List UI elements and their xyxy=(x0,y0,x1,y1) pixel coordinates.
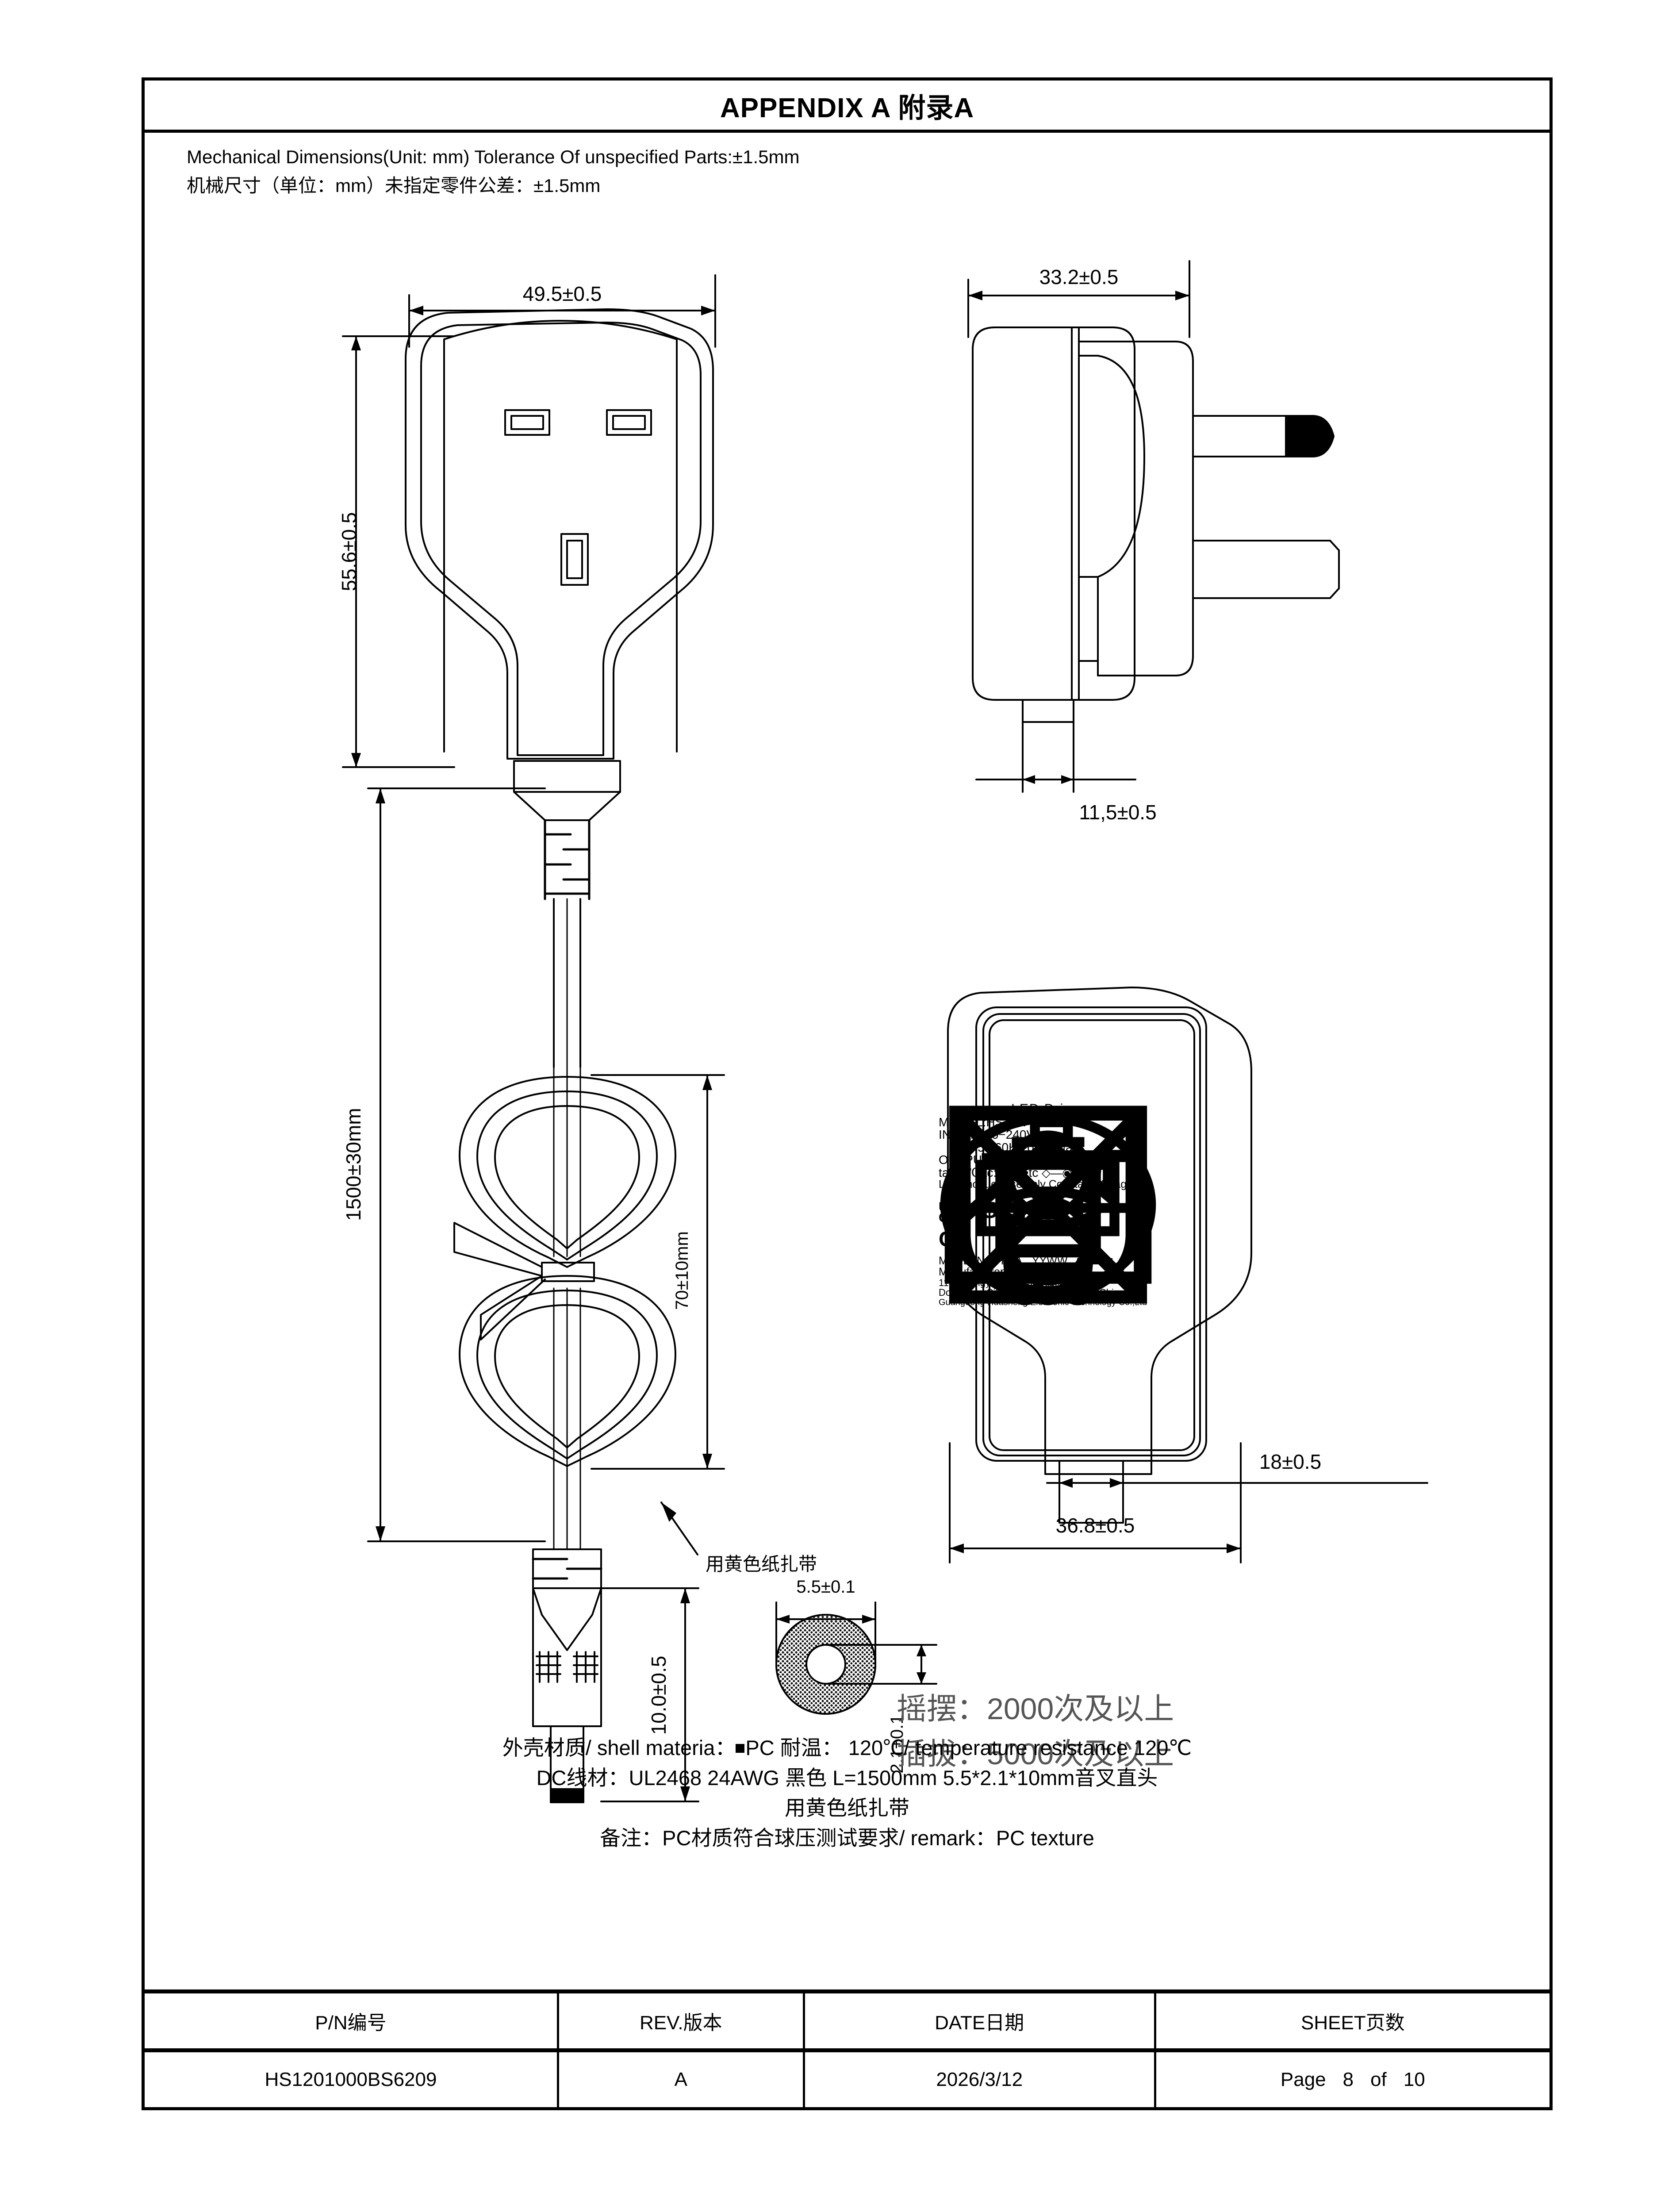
title-block-header-row: P/N编号 REV.版本 DATE日期 SHEET页数 xyxy=(145,1993,1549,2052)
value-pn: HS1201000BS6209 xyxy=(145,2052,559,2107)
header-pn: P/N编号 xyxy=(145,1993,559,2048)
product-label: LED Driver MODEL:HS12A-120100-AB INPUT:2… xyxy=(939,1102,1158,1307)
cycle-spec-block: 摇摆：2000次及以上 插拔：5000次及以上 xyxy=(897,1686,1174,1777)
drawing-canvas: 49.5±0.5 55.6±0.5 33.2±0.5 11,5±0.5 1500… xyxy=(145,209,1549,1846)
dim-cable-length: 1500±30mm xyxy=(342,1108,365,1221)
material-note-line3: 用黄色纸扎带 xyxy=(785,1796,909,1820)
technical-drawing-svg: 49.5±0.5 55.6±0.5 33.2±0.5 11,5±0.5 1500… xyxy=(338,260,1428,1803)
value-date: 2026/3/12 xyxy=(805,2052,1156,2107)
plug-cycles: 插拔：5000次及以上 xyxy=(897,1737,1174,1771)
page-number: 8 xyxy=(1342,2069,1354,2090)
material-note-line2: DC线材：UL2468 24AWG 黑色 L=1500mm 5.5*2.1*10… xyxy=(536,1766,1158,1790)
title-block-table: P/N编号 REV.版本 DATE日期 SHEET页数 HS1201000BS6… xyxy=(145,1989,1549,2107)
label-symbol-row-2: CE xyxy=(939,1106,1158,1306)
value-rev: A xyxy=(559,2052,805,2107)
shell-material-label: 外壳材质/ shell materia： xyxy=(502,1736,736,1759)
note-english: Mechanical Dimensions(Unit: mm) Toleranc… xyxy=(187,146,800,167)
dim-side-width: 33.2±0.5 xyxy=(1039,265,1119,288)
of-label: of xyxy=(1370,2069,1387,2090)
header-rev: REV.版本 xyxy=(559,1993,805,2048)
dim-label-pin: 18±0.5 xyxy=(1259,1450,1321,1473)
dim-label-width: 36.8±0.5 xyxy=(1056,1514,1135,1537)
page-label: Page xyxy=(1280,2069,1326,2090)
total-pages: 10 xyxy=(1403,2069,1425,2090)
title-band: APPENDIX A 附录A xyxy=(145,81,1549,133)
title-block-value-row: HS1201000BS6209 A 2026/3/12 Page 8 of 10 xyxy=(145,2052,1549,2107)
page-title: APPENDIX A 附录A xyxy=(720,92,974,123)
drawing-sheet: APPENDIX A 附录A Mechanical Dimensions(Uni… xyxy=(142,77,1553,2110)
dim-plug-length: 10.0±0.5 xyxy=(647,1656,670,1735)
dim-front-height: 55.6±0.5 xyxy=(338,512,361,591)
material-note-line1: 外壳材质/ shell materia： PC 耐温： 120℃/ tempera… xyxy=(145,1733,1549,1763)
bullet-square-icon xyxy=(736,1743,745,1753)
tolerance-notes: Mechanical Dimensions(Unit: mm) Toleranc… xyxy=(187,142,1469,200)
value-sheet: Page 8 of 10 xyxy=(1156,2052,1549,2107)
dim-coil-height: 70±10mm xyxy=(672,1231,692,1310)
dim-front-width: 49.5±0.5 xyxy=(523,282,602,305)
header-date: DATE日期 xyxy=(805,1993,1156,2048)
material-note-line4: 备注：PC材质符合球压测试要求/ remark：PC texture xyxy=(600,1826,1094,1850)
dim-side-depth: 11,5±0.5 xyxy=(1079,801,1156,824)
note-chinese: 机械尺寸（单位：mm）未指定零件公差：±1.5mm xyxy=(187,175,601,196)
shell-material-value: PC 耐温： 120℃/ temperature resistance 120℃ xyxy=(745,1736,1192,1759)
header-sheet: SHEET页数 xyxy=(1300,2012,1405,2034)
dim-barrel-outer: 5.5±0.1 xyxy=(796,1577,855,1597)
dim-barrel-inner: 2.1±0.1 xyxy=(887,1714,907,1773)
annotation-tie-wrap: 用黄色纸扎带 xyxy=(706,1554,817,1575)
swing-cycles: 摇摆：2000次及以上 xyxy=(897,1692,1174,1726)
material-notes: 外壳材质/ shell materia： PC 耐温： 120℃/ tempera… xyxy=(145,1733,1549,1854)
